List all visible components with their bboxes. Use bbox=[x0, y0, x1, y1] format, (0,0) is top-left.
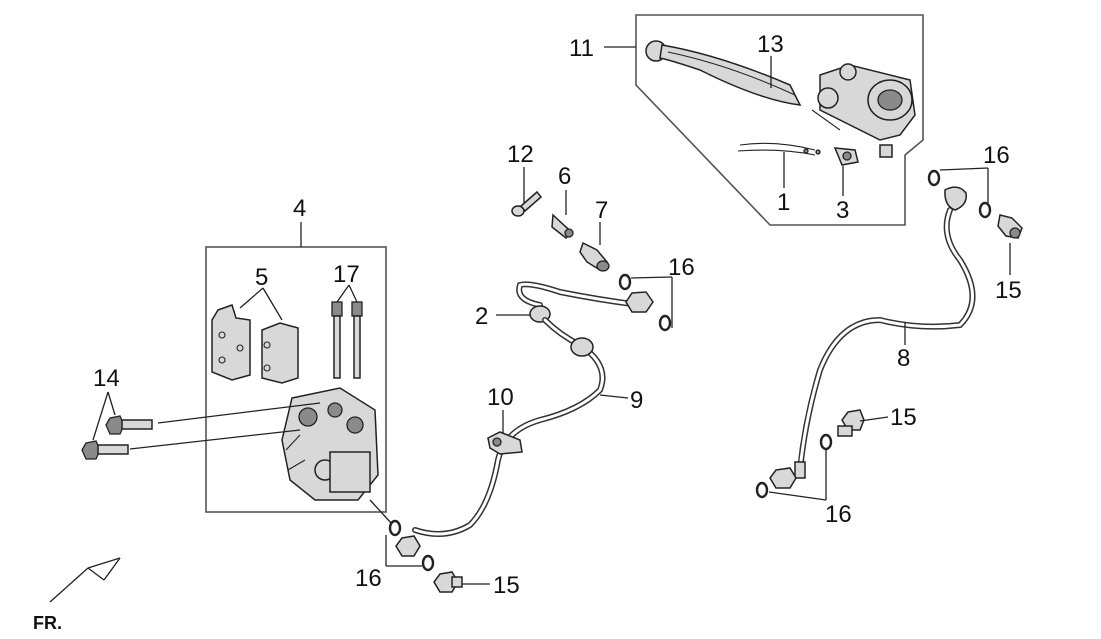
washers-16 bbox=[388, 169, 992, 572]
callout-3: 3 bbox=[836, 197, 849, 224]
brake-switch bbox=[833, 147, 859, 166]
union-7 bbox=[579, 241, 610, 272]
caliper-group-box bbox=[205, 246, 387, 513]
brake-pad-5 bbox=[261, 322, 299, 384]
callout-5: 5 bbox=[255, 264, 268, 291]
callout-4: 4 bbox=[293, 195, 306, 222]
pad-spring-5 bbox=[211, 304, 251, 381]
callout-15-top-right: 15 bbox=[995, 277, 1022, 304]
callout-12: 12 bbox=[507, 141, 534, 168]
pad-pins-17 bbox=[331, 301, 363, 379]
callout-1: 1 bbox=[777, 189, 790, 216]
callout-8: 8 bbox=[897, 345, 910, 372]
brake-lever bbox=[645, 40, 802, 106]
hose-9 bbox=[395, 317, 606, 557]
master-cylinder-group-box bbox=[635, 14, 924, 226]
callout-labels: 11 13 1 3 16 15 8 15 16 12 6 7 16 2 9 10… bbox=[93, 31, 1022, 599]
brake-caliper-4 bbox=[281, 387, 379, 501]
caliper-bolts-14 bbox=[81, 415, 153, 460]
banjo-bolts-15 bbox=[433, 214, 1023, 593]
callout-16-middle: 16 bbox=[668, 254, 695, 281]
callout-6: 6 bbox=[558, 163, 571, 190]
callout-13: 13 bbox=[757, 31, 784, 58]
callout-10: 10 bbox=[487, 384, 514, 411]
callout-2: 2 bbox=[475, 303, 488, 330]
hose-2 bbox=[516, 281, 654, 323]
callout-14: 14 bbox=[93, 365, 120, 392]
hose-8 bbox=[769, 186, 976, 489]
leader-lines bbox=[92, 46, 1011, 585]
callout-16-bottom-right: 16 bbox=[825, 501, 852, 528]
callout-7: 7 bbox=[595, 197, 608, 224]
callout-15-bottom-left: 15 bbox=[493, 572, 520, 599]
front-direction-label: FR. bbox=[33, 613, 62, 633]
callout-16-top-right: 16 bbox=[983, 142, 1010, 169]
master-cylinder bbox=[811, 63, 916, 158]
callout-11: 11 bbox=[569, 35, 594, 62]
callout-15-mid-right: 15 bbox=[890, 404, 917, 431]
front-direction-mark: FR. bbox=[33, 557, 121, 633]
brake-light-switch-wires bbox=[737, 142, 821, 156]
hose-clamp-10 bbox=[487, 431, 523, 455]
callout-17: 17 bbox=[333, 261, 360, 288]
callout-9: 9 bbox=[630, 387, 643, 414]
bleeder-6 bbox=[551, 213, 574, 240]
callout-16-bottom-left: 16 bbox=[355, 565, 382, 592]
bolt-12 bbox=[511, 190, 543, 217]
